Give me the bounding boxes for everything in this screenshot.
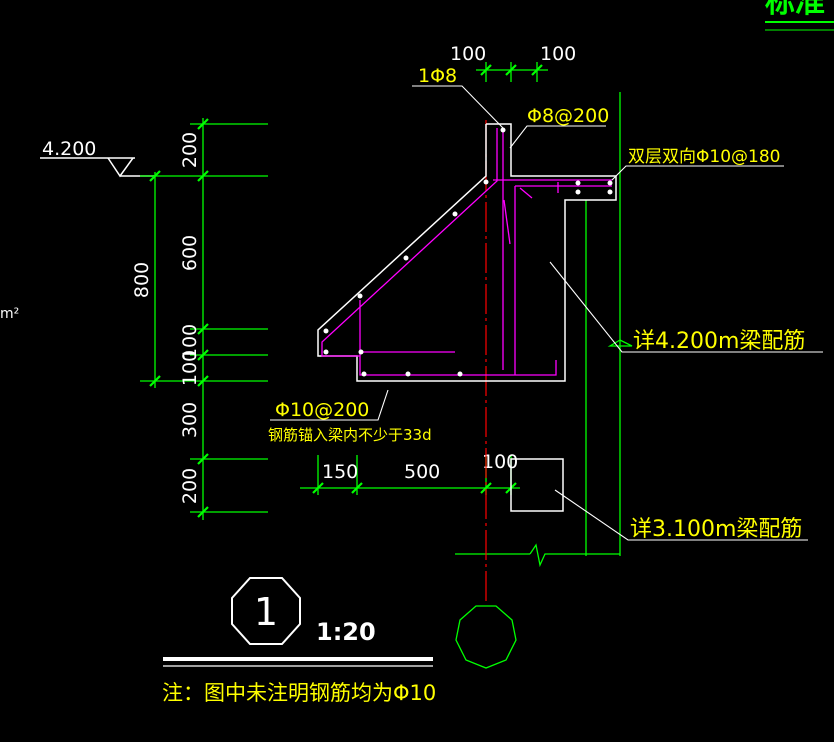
bottom-dim-500: 500 [404,461,440,483]
label-phi8-200: Φ8@200 [527,105,609,127]
vertical-dimension-texts: 200 600 800 100 100 300 200 [131,132,201,504]
dim-100-b: 100 [179,350,201,386]
detail-number: 1 [254,590,278,634]
scale-label: 1:20 [316,618,376,646]
label-anchor-note: 钢筋锚入梁内不少于33d [268,426,432,444]
dim-300: 300 [179,402,201,438]
dim-200-top: 200 [179,132,201,168]
dim-600: 600 [179,235,201,271]
axis-bubble [455,605,517,669]
dim-800: 800 [131,262,153,298]
wall-lines [455,92,633,568]
rebar-lines [321,128,612,376]
superscript-fragment: m² [0,306,19,322]
dim-200-bottom: 200 [179,468,201,504]
rebar-dots [323,127,613,377]
top-dim-left: 100 [450,43,486,65]
label-slab-bars: 双层双向Φ10@180 [628,147,780,167]
vertical-dimension-ticks [149,118,209,518]
annotation-labels: 1Φ8 Φ8@200 双层双向Φ10@180 详4.200m梁配筋 详3.100… [268,65,805,542]
top-dimension: 100 100 [450,43,576,82]
label-phi10-200: Φ10@200 [275,399,369,421]
vertical-dimension-lines [140,118,268,520]
bottom-dim-150: 150 [322,461,358,483]
concrete-outline [317,123,617,512]
level-mark: 4.200 [40,138,155,178]
dim-100-a: 100 [179,324,201,360]
leader-lines [270,85,823,541]
general-note: 注：图中未注明钢筋均为Φ10 [162,681,436,705]
label-1phi8: 1Φ8 [418,65,457,87]
label-beam-3100: 详3.100m梁配筋 [630,517,802,542]
level-value: 4.200 [42,138,96,160]
detail-symbol: 1 [231,577,301,645]
label-beam-4200: 详4.200m梁配筋 [633,329,805,354]
bottom-dim-100: 100 [482,451,518,473]
bottom-dimension: 150 500 100 [300,451,520,495]
top-dim-right: 100 [540,43,576,65]
corner-title: 标准 [765,0,825,20]
